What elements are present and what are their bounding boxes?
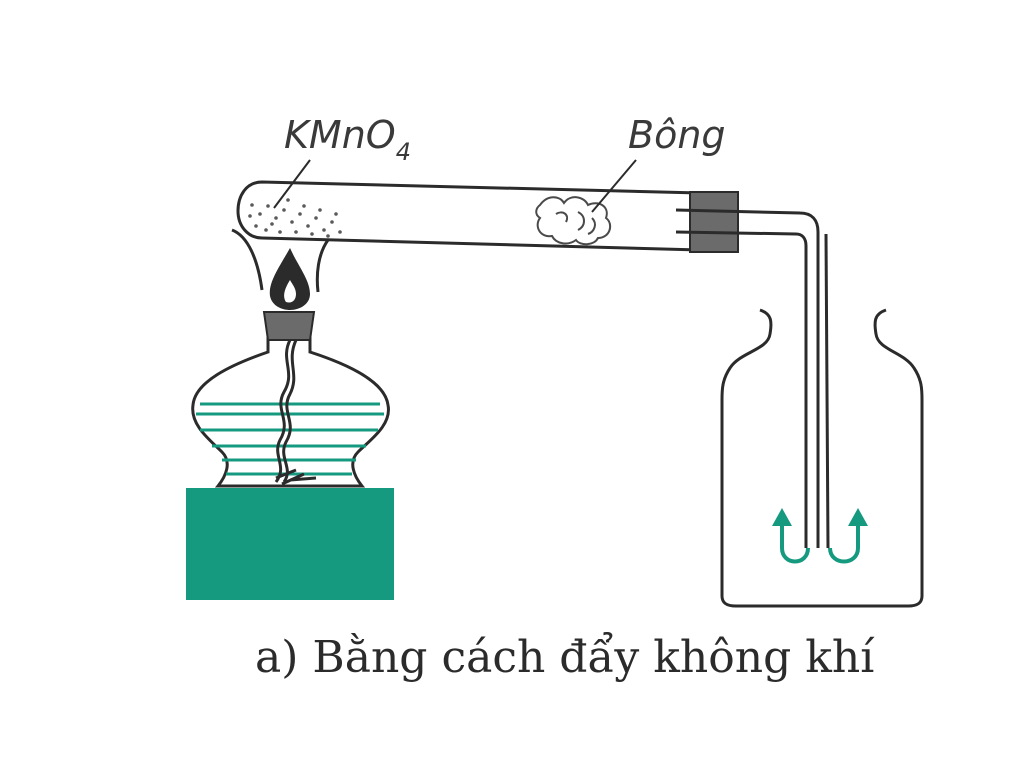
lamp-body <box>191 336 390 488</box>
arrow-left-head <box>772 508 792 526</box>
kmno4-label-subscript: 4 <box>396 138 411 166</box>
kmno4-powder <box>248 198 342 238</box>
flame <box>269 248 310 310</box>
figure-caption: a) Bằng cách đẩy không khí <box>255 632 875 683</box>
rubber-stopper <box>689 191 739 253</box>
alcohol-lamp <box>191 248 390 488</box>
delivery-tube <box>675 208 830 549</box>
lamp-neck <box>262 311 316 341</box>
arrow-right <box>828 522 860 564</box>
cotton-leader-line <box>591 159 637 213</box>
kmno4-label-main: KMnO <box>284 113 396 157</box>
gas-jar <box>720 308 924 608</box>
gas-flow-arrows <box>780 522 860 564</box>
arrow-left <box>780 522 810 564</box>
tube-holder <box>231 228 330 293</box>
cotton-label: Bông <box>628 113 726 157</box>
arrow-right-head <box>848 508 868 526</box>
kmno4-leader-line <box>273 159 311 209</box>
cotton-wool <box>535 196 612 246</box>
lamp-wick <box>274 339 317 486</box>
stand-block <box>186 488 394 600</box>
kmno4-label: KMnO4 <box>284 113 411 166</box>
flame-core <box>284 280 296 303</box>
test-tube-glass <box>236 180 701 252</box>
test-tube <box>236 180 739 253</box>
